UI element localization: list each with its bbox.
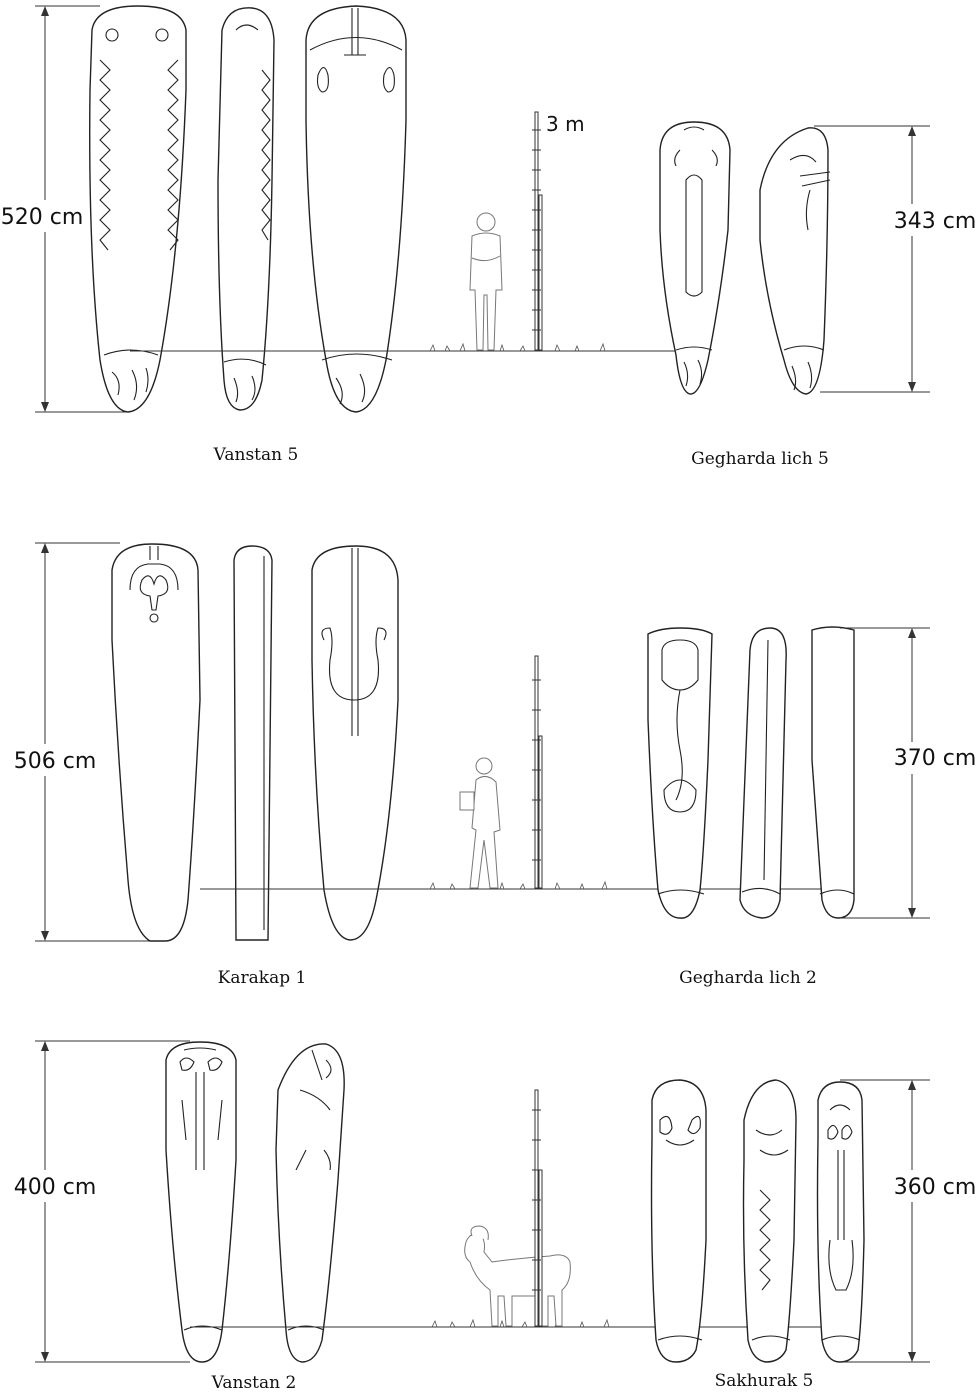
woman-walking-figure: [459, 757, 501, 889]
scale-bar-label: 3 m: [546, 112, 585, 136]
stone-gegharda-lich-5-front: [659, 121, 731, 395]
caption-vanstan-5: Vanstan 5: [213, 445, 299, 465]
dimension-vanstan-5: 520 cm: [0, 5, 130, 413]
stone-karakap-1-front: [111, 543, 201, 942]
stone-sakhurak-5-side: [742, 1079, 797, 1363]
height-label-gegharda-lich-5: 343 cm: [894, 209, 977, 234]
caption-gegharda-lich-5: Gegharda lich 5: [691, 449, 829, 469]
scale-bar: 3 m: [532, 111, 585, 351]
scale-bar-row-2: [532, 655, 543, 889]
stone-gegharda-lich-2-back: [811, 626, 855, 919]
stone-vanstan-2-front: [165, 1041, 237, 1363]
stone-gegharda-lich-2-front: [647, 627, 713, 919]
caption-gegharda-lich-2: Gegharda lich 2: [679, 968, 817, 988]
dimension-vanstan-2: 400 cm: [0, 1040, 190, 1363]
stone-vanstan-5-back: [305, 5, 407, 413]
dimension-gegharda-lich-2: 370 cm: [840, 627, 980, 919]
row-1: 520 cm: [0, 5, 980, 469]
dimension-karakap-1: 506 cm: [0, 542, 160, 942]
man-standing-figure: [469, 212, 503, 351]
height-label-gegharda-lich-2: 370 cm: [894, 746, 977, 771]
height-label-vanstan-2: 400 cm: [14, 1175, 97, 1200]
row-2: 506 cm: [0, 542, 980, 988]
stone-sakhurak-5-front: [650, 1079, 707, 1363]
stone-gegharda-lich-2-side: [739, 627, 787, 919]
stone-karakap-1-back: [311, 545, 399, 941]
caption-karakap-1: Karakap 1: [218, 968, 307, 988]
dimension-gegharda-lich-5: 343 cm: [814, 125, 980, 393]
stone-sakhurak-5-back: [816, 1081, 865, 1363]
height-label-karakap-1: 506 cm: [14, 749, 97, 774]
scale-bar-row-3: [532, 1089, 543, 1327]
goat-figure: [464, 1225, 571, 1327]
stone-vanstan-5-front: [89, 5, 187, 413]
caption-sakhurak-5: Sakhurak 5: [715, 1371, 814, 1391]
stone-karakap-1-side: [233, 545, 273, 941]
stone-vanstan-5-side: [217, 7, 275, 411]
height-label-sakhurak-5: 360 cm: [894, 1175, 977, 1200]
caption-vanstan-2: Vanstan 2: [211, 1373, 297, 1393]
dimension-sakhurak-5: 360 cm: [840, 1079, 980, 1363]
stone-vanstan-2-side: [275, 1043, 345, 1363]
stone-gegharda-lich-5-side: [759, 127, 831, 395]
row-3: 400 cm: [0, 1040, 980, 1393]
height-label-vanstan-5: 520 cm: [1, 205, 84, 230]
